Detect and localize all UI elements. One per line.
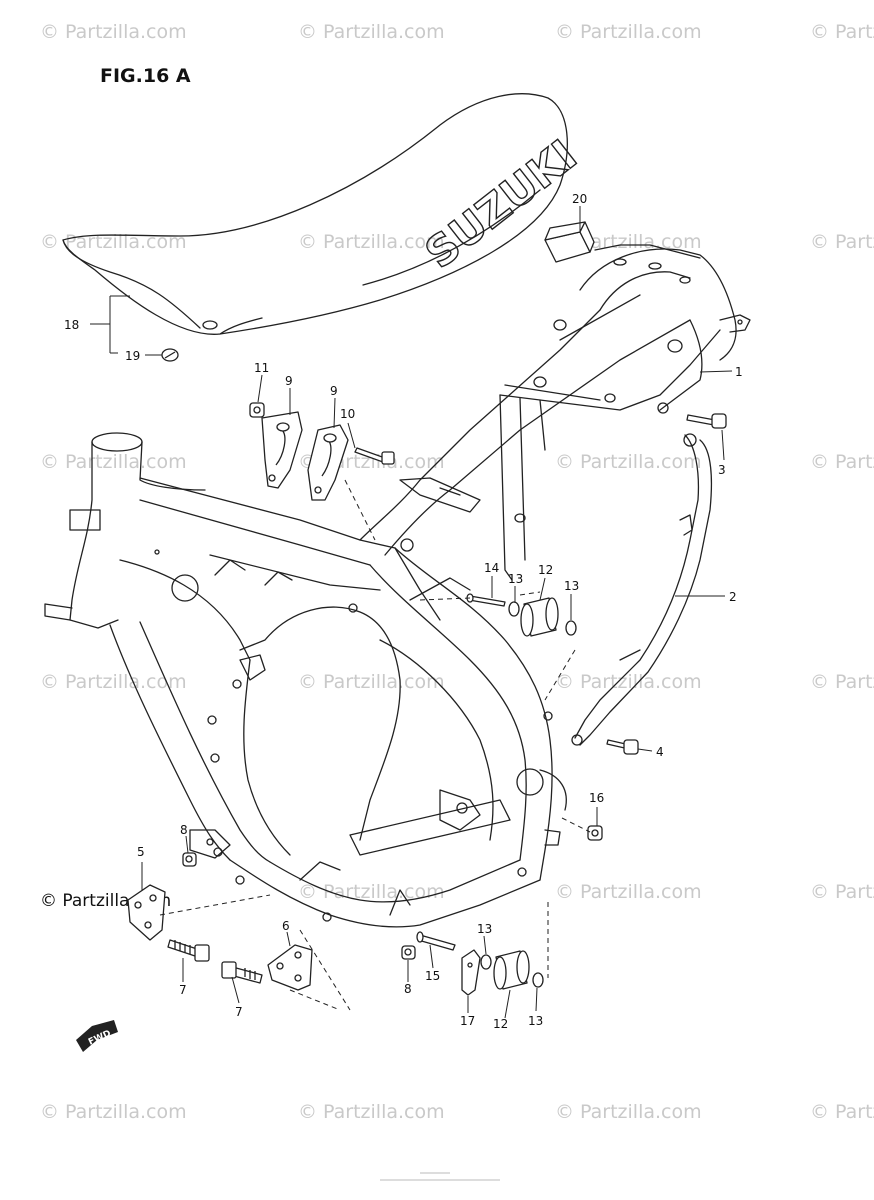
main-frame bbox=[44, 244, 751, 928]
callout-2: 2 bbox=[729, 590, 737, 604]
watermark: © Partzilla.com bbox=[555, 21, 702, 43]
engine-mount-plate bbox=[127, 884, 166, 941]
callout-1: 1 bbox=[735, 365, 743, 379]
sub-frame bbox=[571, 433, 713, 746]
washer bbox=[508, 601, 520, 617]
watermark: © Partzilla.com bbox=[810, 881, 874, 903]
callout-19: 19 bbox=[125, 349, 140, 363]
callout-13: 13 bbox=[528, 1014, 543, 1028]
callout-9: 9 bbox=[285, 374, 293, 388]
watermark: © Partzilla.com bbox=[40, 231, 187, 253]
watermark: © Partzilla.com bbox=[298, 21, 445, 43]
bolt bbox=[686, 413, 727, 429]
watermark: © Partzilla.com bbox=[810, 1101, 874, 1123]
watermark: © Partzilla.com bbox=[298, 1101, 445, 1123]
callout-9: 9 bbox=[330, 384, 338, 398]
watermark: © Partzilla.com bbox=[40, 1101, 187, 1123]
watermark: © Partzilla.com bbox=[298, 881, 445, 903]
callout-13: 13 bbox=[564, 579, 579, 593]
callout-13: 13 bbox=[477, 922, 492, 936]
watermark: © Partzilla.com bbox=[810, 21, 874, 43]
nut bbox=[401, 945, 416, 960]
footer-smudge bbox=[380, 1172, 500, 1181]
callout-14: 14 bbox=[484, 561, 499, 575]
callout-8: 8 bbox=[404, 982, 412, 996]
bolt bbox=[606, 739, 639, 755]
mount-bracket bbox=[461, 949, 481, 996]
watermark: © Partzilla.com bbox=[810, 451, 874, 473]
watermark: © Partzilla.com bbox=[555, 451, 702, 473]
callout-15: 15 bbox=[425, 969, 440, 983]
long-bolt bbox=[167, 939, 210, 962]
washer bbox=[480, 954, 492, 970]
bolt bbox=[354, 447, 395, 465]
callout-7: 7 bbox=[235, 1005, 243, 1019]
watermark: © Partzilla.com bbox=[298, 231, 445, 253]
fwd-arrow: FWD bbox=[76, 1020, 118, 1052]
engine-mount-bush bbox=[493, 950, 530, 990]
nut bbox=[587, 825, 603, 841]
callout-8: 8 bbox=[180, 823, 188, 837]
callout-10: 10 bbox=[340, 407, 355, 421]
callout-11: 11 bbox=[254, 361, 269, 375]
watermark: © Partzilla.com bbox=[298, 671, 445, 693]
watermark: © Partzilla.com bbox=[40, 21, 187, 43]
bracket-block bbox=[544, 221, 595, 263]
bolt bbox=[466, 593, 506, 607]
engine-mount-bush bbox=[520, 597, 559, 637]
bolt bbox=[416, 931, 456, 951]
washer bbox=[532, 972, 544, 988]
callout-16: 16 bbox=[589, 791, 604, 805]
watermark: © Partzilla.com bbox=[555, 1101, 702, 1123]
watermark-layer: © Partzilla.com © Partzilla.com © Partzi… bbox=[40, 21, 874, 1123]
callout-4: 4 bbox=[656, 745, 664, 759]
callout-labels: 1 2 3 4 5 6 7 7 8 8 9 9 10 11 12 12 13 1… bbox=[64, 192, 743, 1031]
watermark: © Partzilla.com bbox=[40, 671, 187, 693]
callout-18: 18 bbox=[64, 318, 79, 332]
nut bbox=[249, 402, 265, 418]
callout-6: 6 bbox=[282, 919, 290, 933]
watermark: © Partzilla.com bbox=[40, 451, 187, 473]
washer bbox=[565, 620, 577, 636]
figure-title: FIG.16 A bbox=[100, 65, 191, 87]
leader-lines bbox=[90, 206, 733, 1019]
frame-plate bbox=[307, 424, 349, 501]
callout-13: 13 bbox=[508, 572, 523, 586]
watermark: © Partzilla.com bbox=[555, 671, 702, 693]
callout-12: 12 bbox=[493, 1017, 508, 1031]
seat-bolt bbox=[161, 348, 179, 362]
frame-plate bbox=[261, 411, 303, 489]
callout-5: 5 bbox=[137, 845, 145, 859]
callout-7: 7 bbox=[179, 983, 187, 997]
watermark: © Partzilla.com bbox=[555, 881, 702, 903]
watermark: © Partzilla.com bbox=[810, 671, 874, 693]
callout-12: 12 bbox=[538, 563, 553, 577]
callout-17: 17 bbox=[460, 1014, 475, 1028]
engine-mount-plate bbox=[267, 944, 313, 991]
watermark: © Partzilla.com bbox=[810, 231, 874, 253]
seat: SUZUKI bbox=[62, 93, 586, 335]
callout-3: 3 bbox=[718, 463, 726, 477]
callout-20: 20 bbox=[572, 192, 587, 206]
nut bbox=[182, 852, 197, 867]
long-bolt bbox=[221, 961, 263, 984]
